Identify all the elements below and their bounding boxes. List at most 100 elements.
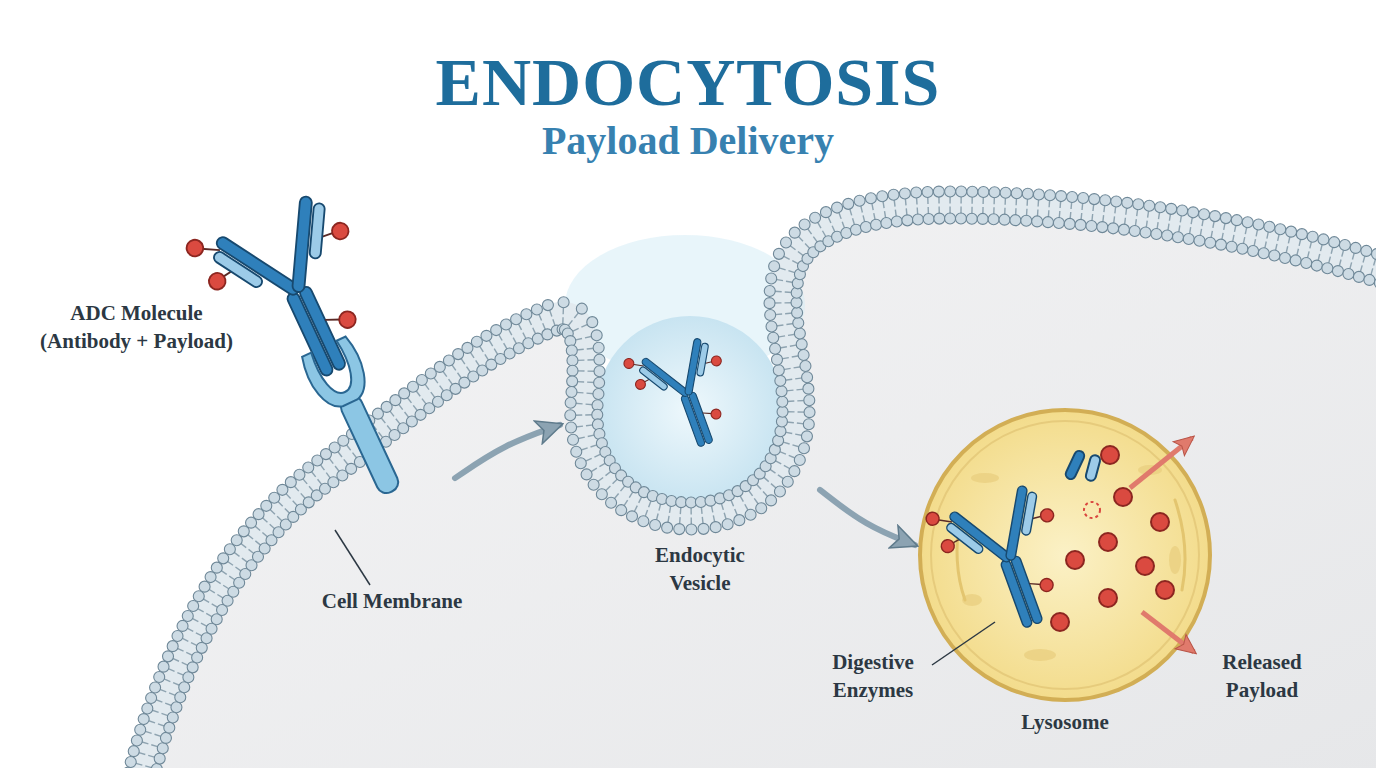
lipid-head: [565, 397, 576, 408]
lipid-head: [967, 186, 978, 197]
lipid-head: [888, 189, 899, 200]
lipid-head: [1078, 193, 1089, 204]
lipid-head: [567, 365, 578, 376]
lipid-head: [804, 407, 815, 418]
lipid-head: [627, 511, 638, 522]
lipid-head: [1188, 207, 1199, 218]
degraded-antibody: [909, 460, 1098, 651]
lipid-head: [1332, 266, 1343, 277]
lipid-head: [567, 376, 578, 387]
lipid-head: [1253, 219, 1264, 230]
lipid-head: [1269, 250, 1280, 261]
lipid-head: [945, 213, 956, 224]
lipid-head: [171, 702, 182, 713]
flow-arrow: [455, 425, 560, 478]
lipid-head: [777, 396, 788, 407]
lipid-head: [768, 332, 779, 343]
lipid-head: [1242, 217, 1253, 228]
callout-label: Cell Membrane: [282, 587, 502, 615]
lipid-head: [1237, 243, 1248, 254]
connector-group: [455, 425, 915, 545]
lipid-head: [764, 285, 775, 296]
lipid-head: [832, 202, 843, 213]
lipid-head: [606, 497, 617, 508]
lipid-head: [154, 672, 165, 683]
lipid-head: [163, 651, 174, 662]
release-arrow: [1142, 612, 1194, 652]
lipid-head: [933, 186, 944, 197]
lipid-head: [1215, 239, 1226, 250]
lipid-bilayer: [140, 205, 1376, 768]
node-label: Lysosome: [915, 708, 1215, 736]
lipid-head: [734, 515, 745, 526]
lipid-head: [567, 355, 578, 366]
lipid-head: [988, 214, 999, 225]
lipid-head: [596, 489, 607, 500]
node-label: Endocytic Vesicle: [650, 541, 750, 597]
lipid-head: [1010, 215, 1021, 226]
lipid-head: [1151, 228, 1162, 239]
lipid-head: [956, 186, 967, 197]
lipid-head: [1210, 211, 1221, 222]
lipid-head: [1033, 189, 1044, 200]
lipid-head: [1280, 252, 1291, 263]
lipid-head: [199, 581, 210, 592]
lipid-head: [593, 389, 604, 400]
lipid-head: [911, 187, 922, 198]
lipid-head: [594, 377, 605, 388]
lipid-head: [566, 387, 577, 398]
lipid-head: [471, 336, 482, 347]
lipid-head: [776, 386, 787, 397]
lipid-head: [511, 314, 522, 325]
lipid-head: [775, 375, 786, 386]
payload-dot: [1099, 533, 1117, 551]
payload-dot: [1156, 581, 1174, 599]
lipid-head: [789, 227, 800, 238]
lipid-head: [1144, 200, 1155, 211]
lipid-head: [794, 328, 805, 339]
lipid-head: [179, 682, 190, 693]
lipid-head: [593, 342, 604, 353]
lipid-head: [1231, 215, 1242, 226]
adc-molecule: ADC Molecule (Antibody + Payload): [15, 200, 455, 490]
lysosome-wall: [931, 421, 1199, 689]
lipid-head: [1286, 226, 1297, 237]
lipid-head: [568, 434, 579, 445]
lipid-head: [193, 591, 204, 602]
lipid-head: [1118, 224, 1129, 235]
lipid-head: [1075, 219, 1086, 230]
lipid-head: [1264, 221, 1275, 232]
lipid-head: [955, 213, 966, 224]
lipid-head: [860, 222, 871, 233]
lipid-head: [803, 383, 814, 394]
callout-label: Released Payload: [1207, 648, 1317, 704]
antibody-fragment: [1064, 449, 1086, 480]
lipid-head: [766, 321, 777, 332]
lipid-head: [978, 186, 989, 197]
adc-antibody: [611, 319, 755, 465]
lipid-head: [581, 469, 592, 480]
adc-antibody: [164, 161, 414, 414]
lipid-head: [1361, 245, 1372, 256]
lipid-head: [1296, 229, 1307, 240]
lipid-head: [772, 354, 783, 365]
receptor-stem: [338, 393, 402, 497]
lipid-head: [989, 187, 1000, 198]
lipid-head: [922, 186, 933, 197]
lipid-head: [566, 345, 577, 356]
lipid-head: [558, 297, 569, 308]
release-arrow: [1130, 438, 1192, 488]
lipid-head: [966, 213, 977, 224]
lipid-head: [798, 443, 809, 454]
lipid-head: [1311, 260, 1322, 271]
lysosome-wall: [920, 410, 1210, 700]
lipid-head: [1097, 222, 1108, 233]
lipid-head: [588, 479, 599, 490]
lipid-head: [150, 682, 161, 693]
lipid-head: [891, 216, 902, 227]
lipid-head: [765, 310, 776, 321]
lipid-head: [481, 330, 492, 341]
lipid-head: [789, 466, 800, 477]
antibody-fragment: [1085, 454, 1101, 482]
